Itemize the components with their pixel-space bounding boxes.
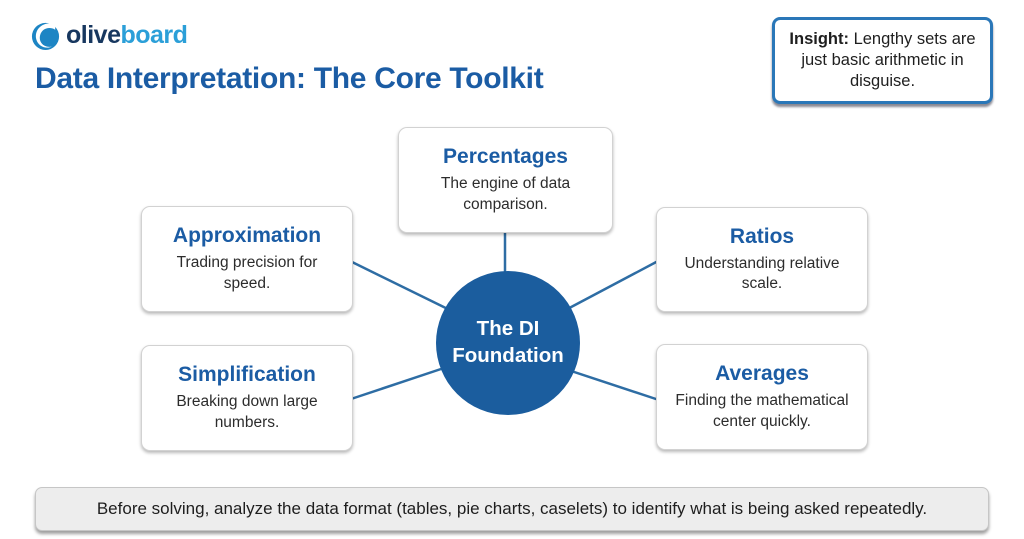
footer-note-text: Before solving, analyze the data format … xyxy=(96,499,928,518)
node-approximation: Approximation Trading precision for spee… xyxy=(141,206,353,312)
insight-body: Lengthy sets are just basic arithmetic i… xyxy=(801,30,976,91)
node-ratios: Ratios Understanding relative scale. xyxy=(656,207,868,312)
brand-primary-text: olive xyxy=(66,21,121,49)
connector-approximation xyxy=(349,259,461,317)
node-description: Understanding relative scale. xyxy=(684,254,840,293)
oliveboard-swoosh-icon xyxy=(31,22,60,51)
node-description: Trading precision for speed. xyxy=(176,254,318,292)
hub-title: The DI Foundation xyxy=(452,317,564,367)
node-title: Ratios xyxy=(729,224,795,248)
node-percentages: Percentages The engine of data compariso… xyxy=(398,127,613,233)
footer-note: Before solving, analyze the data format … xyxy=(35,487,989,531)
insight-text: Insight: Lengthy sets are just basic ari… xyxy=(785,29,980,92)
connector-ratios xyxy=(557,258,661,316)
oliveboard-logo: oliveboard xyxy=(30,20,188,51)
oliveboard-wordmark: oliveboard xyxy=(66,21,188,49)
node-averages: Averages Finding the mathematical center… xyxy=(656,344,868,450)
node-title: Approximation xyxy=(172,224,322,248)
node-description: Finding the mathematical center quickly. xyxy=(675,392,849,430)
brand-secondary-text: board xyxy=(120,21,188,49)
node-description: The engine of data comparison. xyxy=(440,175,571,213)
insight-callout: Insight: Lengthy sets are just basic ari… xyxy=(772,17,993,105)
node-title: Percentages xyxy=(443,145,568,169)
hub-di-foundation: The DI Foundation xyxy=(436,271,580,415)
page-title: Data Interpretation: The Core Toolkit xyxy=(35,62,544,95)
node-title: Simplification xyxy=(178,363,316,387)
node-description: Breaking down large numbers. xyxy=(176,393,318,431)
insight-label: Insight: xyxy=(789,30,849,48)
node-title: Averages xyxy=(715,362,809,386)
node-simplification: Simplification Breaking down large numbe… xyxy=(141,345,353,451)
